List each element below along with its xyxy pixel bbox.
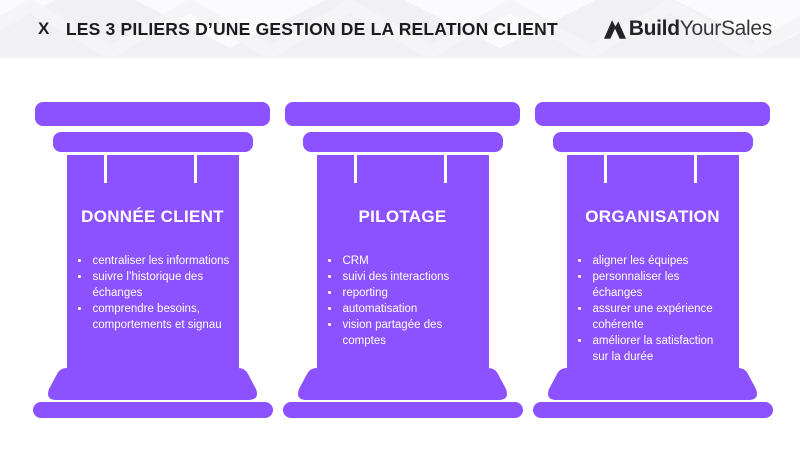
chevron-pattern-background [0,0,800,58]
pillar-bullet: reporting [341,285,481,301]
flute-line-left [603,155,607,183]
pillar-column-body: DONNÉE CLIENT centraliser les informatio… [66,155,239,368]
flute-line-right [443,155,447,183]
pillar-base-trapezoid [48,368,257,400]
page-title: LES 3 PILIERS D’UNE GESTION DE LA RELATI… [65,18,558,39]
mountain-icon [603,19,626,39]
pillar-plinth [532,402,773,418]
pillar-bullet: améliorer la satisfaction sur la durée [591,333,731,365]
pillar-cap-top [35,102,270,126]
pillar-bullet: personnaliser les échanges [591,269,731,301]
pillar-cap-second [52,132,253,152]
pillar-title: DONNÉE CLIENT [81,207,224,226]
flute-line-left [103,155,107,183]
pillar-title: ORGANISATION [585,207,720,226]
pillars-row: DONNÉE CLIENT centraliser les informatio… [0,102,800,418]
pillar-bullet: vision partagée des comptes [341,317,481,349]
pillar-bullet-list: aligner les équipespersonnaliser les éch… [567,253,739,365]
pillar-column-body: PILOTAGE CRMsuivi des interactionsreport… [316,155,489,368]
pillar: DONNÉE CLIENT centraliser les informatio… [32,102,273,418]
pillar-cap-second [302,132,503,152]
pillar-bullet: comprendre besoins, comportements et sig… [91,301,231,333]
flute-line-left [353,155,357,183]
pillar-cap-top [285,102,520,126]
pillar-column-body: ORGANISATION aligner les équipespersonna… [566,155,739,368]
pillar-bullet: suivre l’historique des échanges [91,269,231,301]
pillar: ORGANISATION aligner les équipespersonna… [532,102,773,418]
flute-line-right [193,155,197,183]
pillar-base-trapezoid [548,368,757,400]
pillar-cap-second [552,132,753,152]
pillar-bullet: aligner les équipes [591,253,731,269]
header-band: X LES 3 PILIERS D’UNE GESTION DE LA RELA… [0,0,800,58]
header-marker: X [38,19,50,38]
pillar-plinth [32,402,273,418]
pillar-bullet: suivi des interactions [341,269,481,285]
logo-text-bold: Build [628,17,680,40]
pillar: PILOTAGE CRMsuivi des interactionsreport… [282,102,523,418]
pillar-bullet: assurer une expérience cohérente [591,301,731,333]
pillar-cap-top [535,102,770,126]
pillar-bullet: automatisation [341,301,481,317]
logo-text-light: YourSales [679,17,773,40]
pillar-bullet: centraliser les informations [91,253,231,269]
flute-line-right [693,155,697,183]
pillar-bullet-list: CRMsuivi des interactionsreportingautoma… [317,253,489,349]
pillar-bullet-list: centraliser les informationssuivre l’his… [67,253,239,333]
pillar-plinth [282,402,523,418]
pillar-bullet: CRM [341,253,481,269]
pillar-title: PILOTAGE [358,207,447,226]
pillar-base-trapezoid [298,368,507,400]
